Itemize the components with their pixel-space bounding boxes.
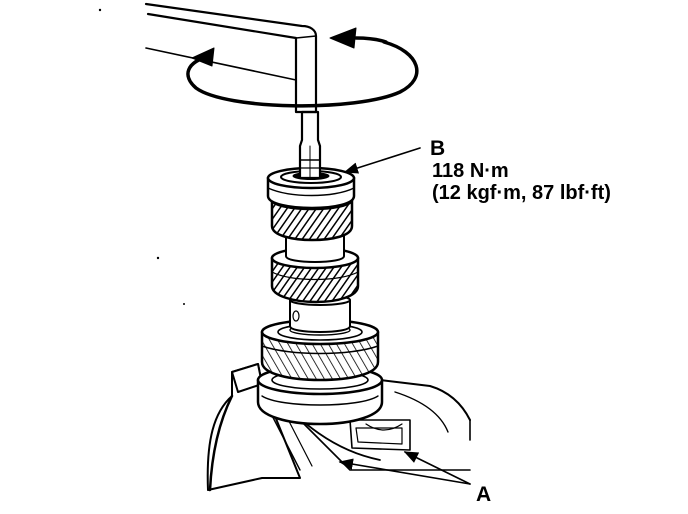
print-specks	[98, 8, 185, 305]
leader-line-b	[343, 147, 421, 174]
transmission-housing	[206, 363, 471, 492]
rotation-arrow	[145, 27, 419, 108]
callout-b-torque-alt: (12 kgf·m, 87 lbf·ft)	[432, 182, 611, 204]
hex-wrench	[144, 2, 318, 114]
callout-b-torque-nm: 118 N·m	[432, 160, 509, 182]
callout-b-label: B	[430, 137, 446, 160]
leader-lines-a	[338, 451, 471, 485]
callout-a-label: A	[476, 483, 492, 506]
socket-extension	[298, 110, 322, 180]
